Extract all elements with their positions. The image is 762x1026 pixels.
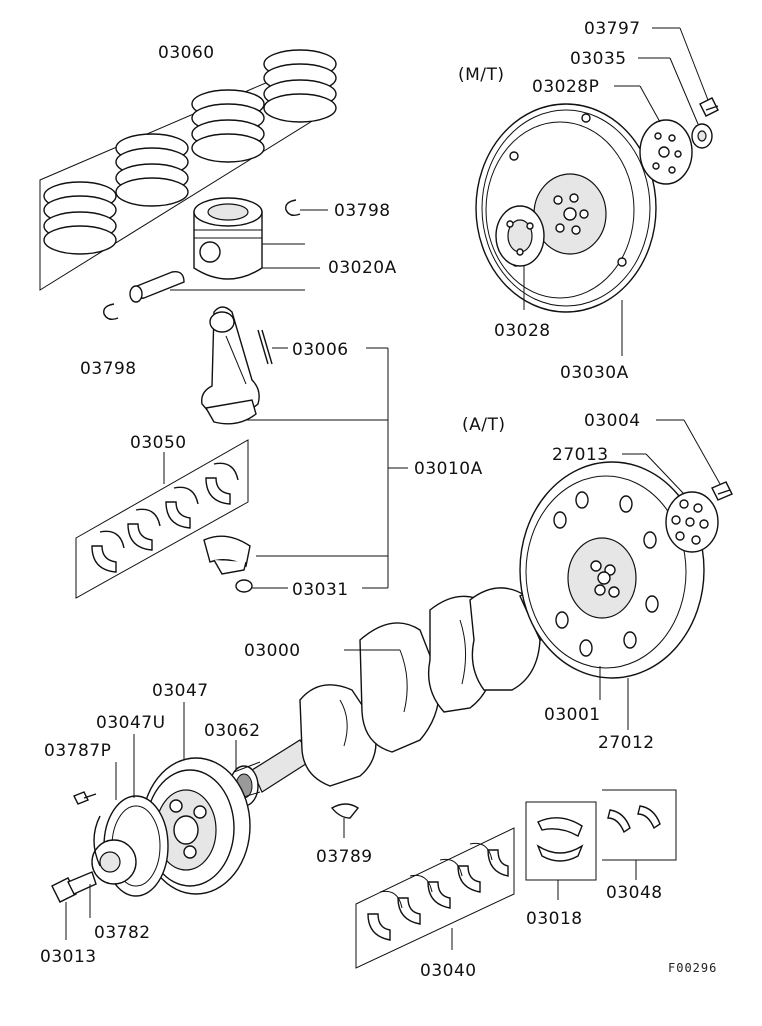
label-03035[interactable]: 03035	[570, 49, 627, 69]
label-03013[interactable]: 03013	[40, 947, 97, 967]
label-03060[interactable]: 03060	[158, 43, 215, 63]
damper-pulley[interactable]	[141, 757, 251, 895]
label-03001[interactable]: 03001	[544, 705, 601, 725]
woodruff-key[interactable]	[330, 803, 360, 819]
label-03062[interactable]: 03062	[204, 721, 261, 741]
label-mt: (M/T)	[458, 65, 505, 85]
flywheel-adapter[interactable]	[639, 119, 693, 185]
label-03798-left[interactable]: 03798	[80, 359, 137, 379]
snap-ring-right[interactable]	[285, 199, 301, 217]
label-03040[interactable]: 03040	[420, 961, 477, 981]
label-03030a[interactable]: 03030A	[560, 363, 629, 383]
label-03028[interactable]: 03028	[494, 321, 551, 341]
label-03047[interactable]: 03047	[152, 681, 209, 701]
label-03028p[interactable]: 03028P	[532, 77, 599, 97]
label-27012[interactable]: 27012	[598, 733, 655, 753]
figure-code: F00296	[668, 961, 717, 975]
pulley-cover[interactable]	[93, 815, 101, 867]
label-03018[interactable]: 03018	[526, 909, 583, 929]
label-03787p[interactable]: 03787P	[44, 741, 111, 761]
thrust-washer-set[interactable]	[602, 789, 677, 861]
rod-bolt[interactable]	[257, 329, 273, 365]
piston-ring-set[interactable]	[39, 49, 337, 291]
pulley-washer[interactable]	[91, 839, 137, 885]
ring-stack-4	[263, 49, 337, 123]
label-at: (A/T)	[462, 415, 506, 435]
main-bearing-set[interactable]	[355, 827, 515, 969]
label-03000[interactable]: 03000	[244, 641, 301, 661]
thrust-bearing[interactable]	[525, 801, 597, 881]
label-03050[interactable]: 03050	[130, 433, 187, 453]
label-03031[interactable]: 03031	[292, 580, 349, 600]
label-03010a[interactable]: 03010A	[414, 459, 483, 479]
label-03797[interactable]: 03797	[584, 19, 641, 39]
piston-pin[interactable]	[129, 271, 185, 303]
rod-bearing-set[interactable]	[75, 439, 249, 599]
label-03047u[interactable]: 03047U	[96, 713, 166, 733]
pilot-bushing[interactable]	[495, 205, 545, 267]
connecting-rod[interactable]	[201, 306, 260, 425]
drive-plate-adapter[interactable]	[665, 491, 719, 553]
label-03048[interactable]: 03048	[606, 883, 663, 903]
piston[interactable]	[193, 197, 263, 280]
crank-bolt[interactable]	[51, 871, 97, 903]
pulley-bolt-small[interactable]	[73, 791, 97, 805]
ring-stack-1	[43, 181, 117, 255]
flywheel[interactable]	[475, 103, 657, 313]
assembly-bracket-03010a	[246, 348, 408, 589]
label-03006[interactable]: 03006	[292, 340, 349, 360]
drive-plate-bolt[interactable]	[711, 481, 733, 501]
ring-stack-3	[191, 89, 265, 163]
spacer-washer[interactable]	[691, 123, 713, 149]
label-03004[interactable]: 03004	[584, 411, 641, 431]
rod-nut[interactable]	[235, 579, 253, 593]
ring-stack-2	[115, 133, 189, 207]
flywheel-bolt[interactable]	[699, 97, 719, 117]
label-03782[interactable]: 03782	[94, 923, 151, 943]
label-03789[interactable]: 03789	[316, 847, 373, 867]
snap-ring-left[interactable]	[103, 303, 119, 321]
label-27013[interactable]: 27013	[552, 445, 609, 465]
drive-plate[interactable]	[519, 461, 705, 679]
rod-cap[interactable]	[203, 535, 251, 575]
label-03798-top[interactable]: 03798	[334, 201, 391, 221]
label-03020a[interactable]: 03020A	[328, 258, 397, 278]
